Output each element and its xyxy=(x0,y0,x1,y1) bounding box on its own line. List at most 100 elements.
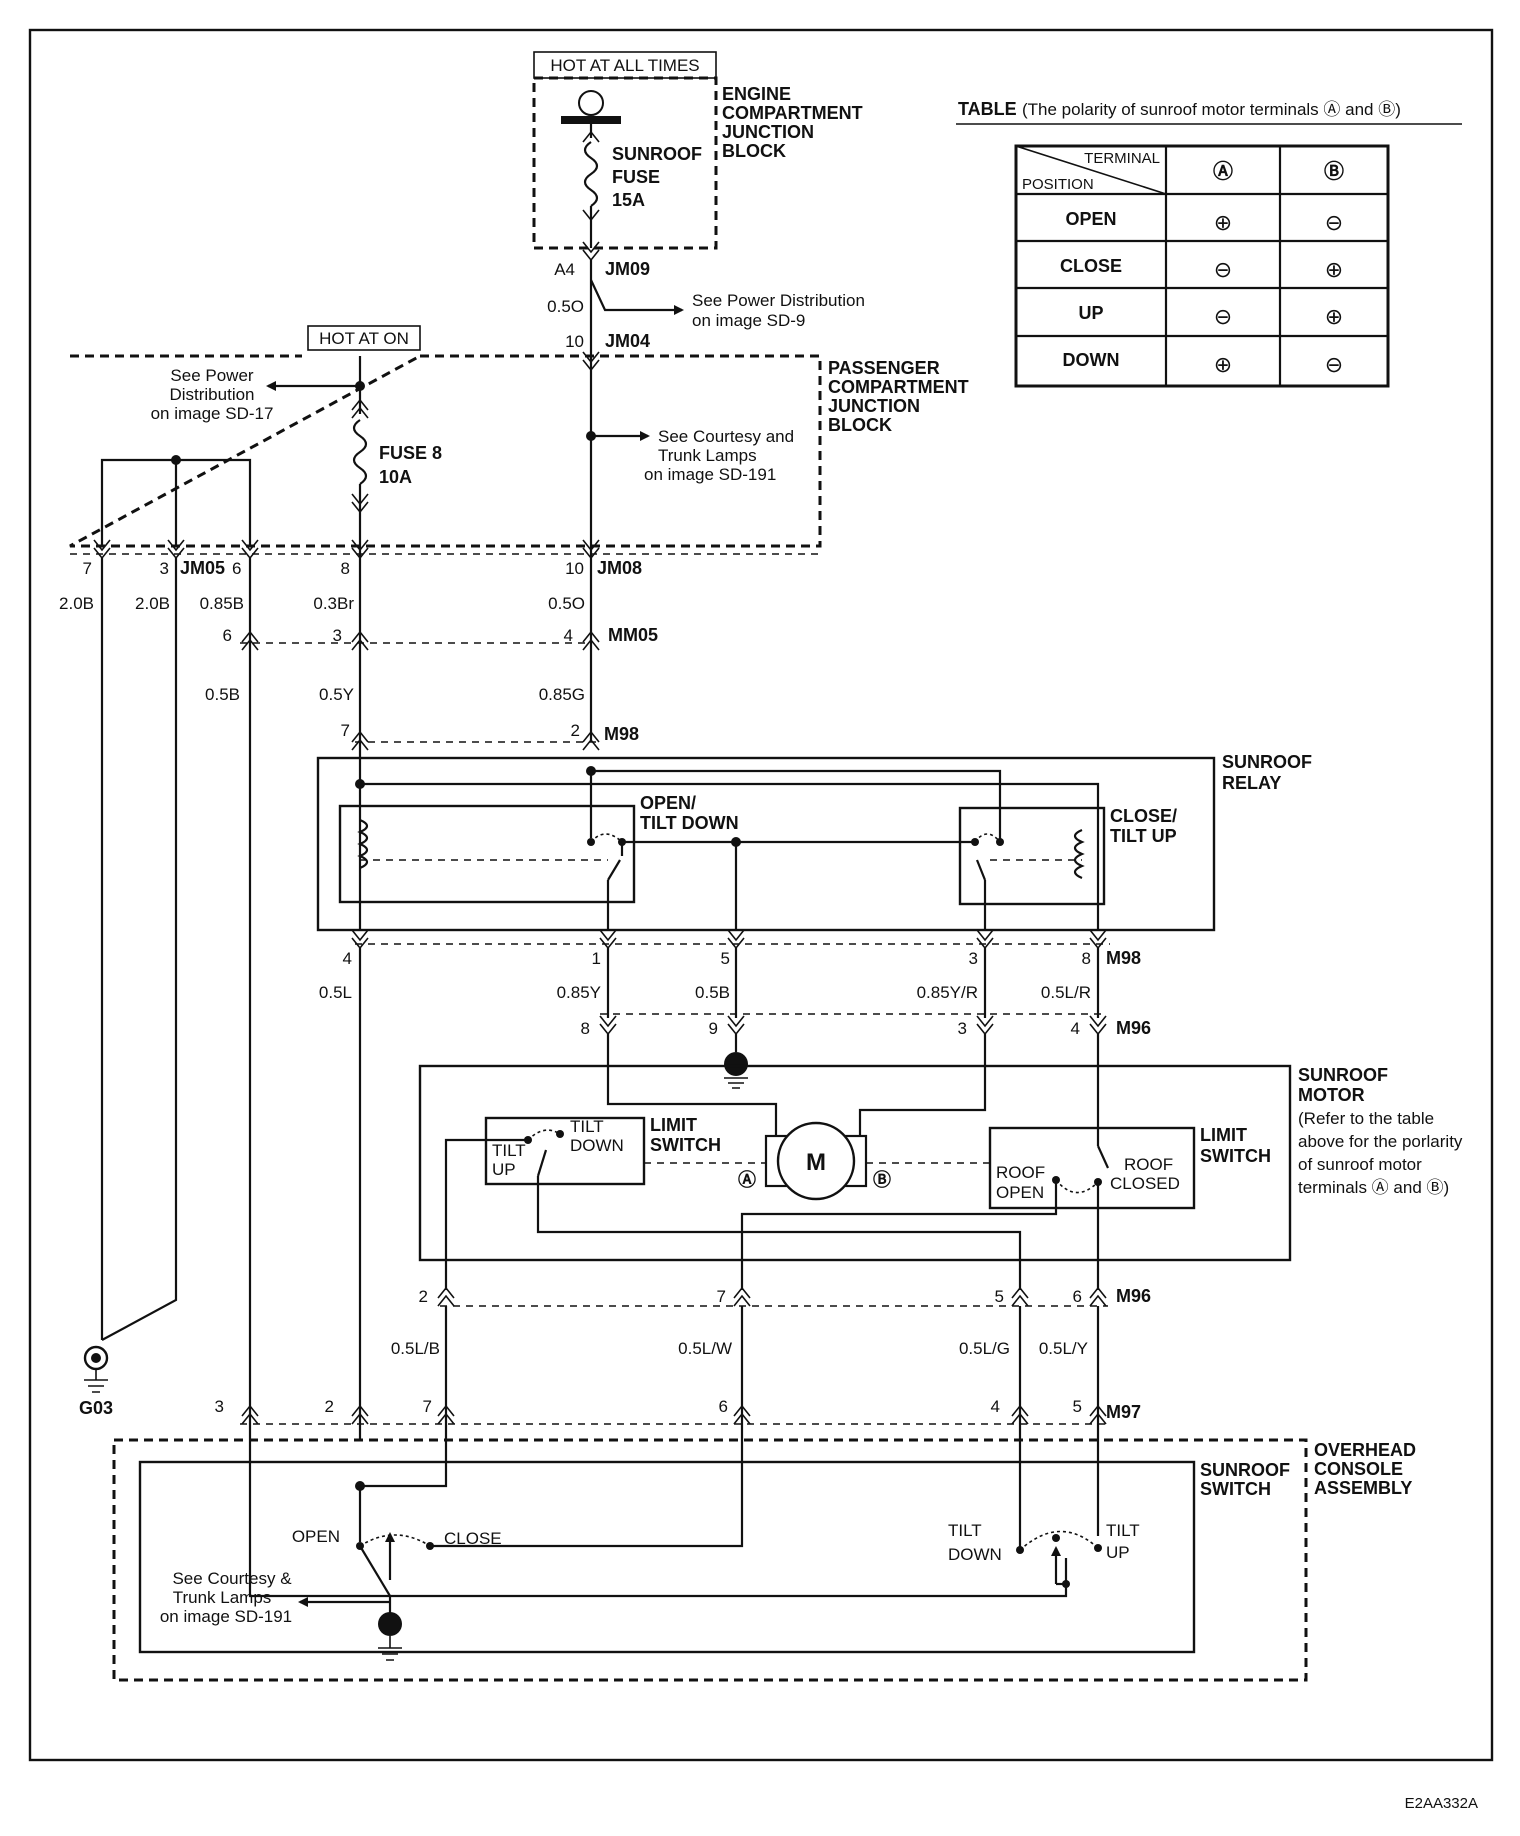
wire-label-05y: 0.5Y xyxy=(319,685,354,704)
sunroof-motor-label-1: SUNROOF xyxy=(1298,1065,1388,1085)
overhead-console-assembly-outline xyxy=(112,1438,1308,1682)
sunroof-motor-label-5: of sunroof motor xyxy=(1298,1155,1422,1174)
engine-block-label-3: JUNCTION xyxy=(722,122,814,142)
roof-open-label-2: OPEN xyxy=(996,1183,1044,1202)
polarity-table: TABLE (The polarity of sunroof motor ter… xyxy=(956,99,1462,388)
overhead-console-label-1: OVERHEAD xyxy=(1314,1440,1416,1460)
overhead-console-label-3: ASSEMBLY xyxy=(1314,1478,1412,1498)
sunroof-motor-label-6: terminals Ⓐ and Ⓑ) xyxy=(1298,1178,1449,1197)
limit-right-roof-open-wire xyxy=(740,1180,1058,1290)
polarity-row-down-label: DOWN xyxy=(1063,350,1120,370)
wire-label-2ob-1: 2.0B xyxy=(59,594,94,613)
wire-label-05lg: 0.5L/G xyxy=(959,1339,1010,1358)
pin-10-jm04: 10 xyxy=(565,332,584,351)
sunroof-relay-box xyxy=(316,756,1216,932)
sunroof-motor-label-4: above for the porlarity xyxy=(1298,1132,1463,1151)
polarity-row-up-a: ⊖ xyxy=(1214,304,1232,329)
pin-7-m97: 7 xyxy=(423,1397,432,1416)
pin-5-m97: 5 xyxy=(1073,1397,1082,1416)
pin-4-mm05: 4 xyxy=(564,626,573,645)
polarity-row-open-a: ⊕ xyxy=(1214,210,1232,235)
switch-tilt-down-label-1: TILT xyxy=(948,1521,982,1540)
relay-coil-feed-wire xyxy=(360,782,1100,900)
limit-tilt-up-label-2: UP xyxy=(492,1160,516,1179)
connector-jm08-label: JM08 xyxy=(597,558,642,578)
fuse8-label-1: FUSE 8 xyxy=(379,443,442,463)
motor-symbol: M xyxy=(806,1149,826,1176)
see-power-sd17-1: See Power xyxy=(170,366,253,385)
connector-m98-top-icons xyxy=(351,730,600,751)
switch-close-label: CLOSE xyxy=(444,1529,502,1548)
connector-m98-top-label: M98 xyxy=(604,724,639,744)
wire-2ob-2 xyxy=(101,558,178,1341)
relay-open-tilt-down xyxy=(338,804,636,904)
battery-bus-bar xyxy=(561,116,621,124)
wire-label-05o-a: 0.5O xyxy=(547,297,584,316)
polarity-row-down-a: ⊕ xyxy=(1214,352,1232,377)
polarity-row-open-b: ⊖ xyxy=(1325,210,1343,235)
footer-code: E2AA332A xyxy=(1405,1795,1478,1812)
pin-5-m96b: 5 xyxy=(995,1287,1004,1306)
connector-m96-bottom-label: M96 xyxy=(1116,1286,1151,1306)
connector-m98-bottom-icons xyxy=(351,929,1107,950)
polarity-col-a: Ⓐ xyxy=(1213,160,1233,183)
pin-3-m98b: 3 xyxy=(969,949,978,968)
limit-left-contact-2 xyxy=(556,1130,564,1138)
sunroof-switch-label-2: SWITCH xyxy=(1200,1479,1271,1499)
wire-label-05lw: 0.5L/W xyxy=(678,1339,732,1358)
sunroof-fuse-label-2: FUSE xyxy=(612,167,660,187)
engine-block-label-4: BLOCK xyxy=(722,141,786,161)
relay-left-switch-blade xyxy=(607,859,621,881)
switch-open-close-arc xyxy=(359,1534,431,1547)
relay-left-contact-arc xyxy=(590,833,623,843)
polarity-table-title: TABLE xyxy=(958,99,1017,119)
limit-left-contact-arc xyxy=(527,1129,561,1141)
fuse-terminal-top-icon xyxy=(582,130,600,143)
polarity-table-corner-top: TERMINAL xyxy=(1084,150,1160,167)
motor-ground-splice xyxy=(724,1052,748,1076)
sunroof-motor-box xyxy=(418,1064,1292,1262)
relay-right-contact-arc xyxy=(974,833,1001,843)
connector-m98-bottom-label: M98 xyxy=(1106,948,1141,968)
connector-m96-bottom-icons xyxy=(437,1286,1107,1307)
engine-block-label-2: COMPARTMENT xyxy=(722,103,863,123)
roof-closed-label-2: CLOSED xyxy=(1110,1174,1180,1193)
passenger-junction-block-outline xyxy=(69,354,822,548)
battery-terminal-icon xyxy=(578,90,604,116)
connector-m96-top-label: M96 xyxy=(1116,1018,1151,1038)
see-courtesy-switch-1: See Courtesy & xyxy=(172,1569,292,1588)
sunroof-motor-label-3: (Refer to the table xyxy=(1298,1109,1434,1128)
fuse-terminal-bottom-icon xyxy=(582,209,600,222)
connector-jm05-label: JM05 xyxy=(180,558,225,578)
page-frame xyxy=(28,28,1494,1762)
switch-open-label: OPEN xyxy=(292,1527,340,1546)
pin-6-m97: 6 xyxy=(719,1397,728,1416)
switch-ground-splice xyxy=(378,1612,402,1636)
limit-left-blade xyxy=(536,1149,548,1177)
sunroof-switch-box xyxy=(138,1460,1196,1654)
see-power-sd9-1: See Power Distribution xyxy=(692,291,865,310)
engine-junction-block-outline xyxy=(532,76,718,250)
limit-right-contact-arc xyxy=(1055,1179,1099,1194)
fuse8-terminal-top-icon xyxy=(351,398,369,419)
open-tilt-down-label-1: OPEN/ xyxy=(640,793,696,813)
pin-3-m96: 3 xyxy=(958,1019,967,1038)
pin-8-m98b: 8 xyxy=(1082,949,1091,968)
switch-tilt-up-label-1: TILT xyxy=(1106,1521,1140,1540)
polarity-row-close-b: ⊕ xyxy=(1325,257,1343,282)
motor-wire-terminal-b xyxy=(858,1034,987,1136)
relay-close-tilt-up xyxy=(958,806,1106,906)
limit-switch-left-label-2: SWITCH xyxy=(650,1135,721,1155)
pin-5-m98b: 5 xyxy=(721,949,730,968)
wire-label-085yr: 0.85Y/R xyxy=(917,983,978,1002)
limit-tilt-down-label-2: DOWN xyxy=(570,1136,624,1155)
switch-tilt-arc xyxy=(1019,1530,1099,1551)
see-power-sd17-3: on image SD-17 xyxy=(151,404,274,423)
polarity-row-close-a: ⊖ xyxy=(1214,257,1232,282)
ground-g03-label: G03 xyxy=(79,1398,113,1418)
pin-2-m98: 2 xyxy=(571,721,580,740)
sunroof-fuse-icon xyxy=(583,141,599,207)
pin-6-m96b: 6 xyxy=(1073,1287,1082,1306)
pin-4-m98b: 4 xyxy=(343,949,352,968)
polarity-col-b: Ⓑ xyxy=(1324,160,1344,183)
